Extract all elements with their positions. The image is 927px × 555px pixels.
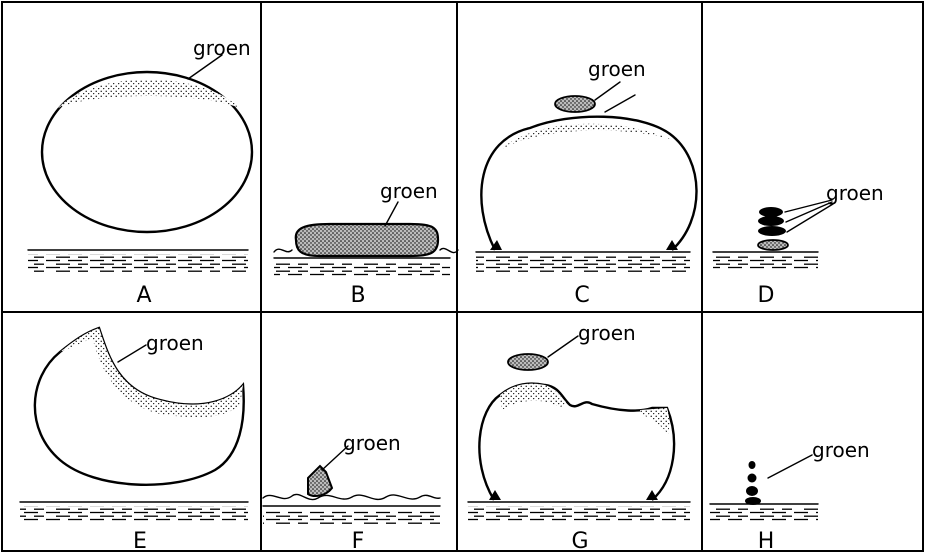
panel-b: groen B <box>274 179 458 308</box>
caption-a: A <box>136 283 151 308</box>
caption-g: G <box>571 529 588 554</box>
panel-f: groen F <box>263 431 440 554</box>
label-d: groen <box>826 181 884 205</box>
label-f: groen <box>343 431 401 455</box>
caption-h: H <box>758 529 775 554</box>
water-c <box>476 252 690 272</box>
panel-a: groen A <box>28 36 252 308</box>
caption-b: B <box>350 283 365 308</box>
flattened-drop-b <box>296 224 438 256</box>
water-a <box>28 250 248 272</box>
label-c: groen <box>588 57 646 81</box>
water-d <box>713 252 818 270</box>
caption-e: E <box>133 529 147 554</box>
water-f <box>263 494 440 524</box>
stacked-layers-d <box>758 207 788 250</box>
label-b: groen <box>380 179 438 203</box>
caption-c: C <box>574 283 589 308</box>
water-e <box>20 502 248 522</box>
label-g: groen <box>578 321 636 345</box>
detached-layer-c <box>555 96 595 112</box>
drop-c <box>481 117 696 250</box>
label-a: groen <box>193 36 251 60</box>
water-h <box>710 504 818 522</box>
detached-layer-g <box>508 354 548 370</box>
label-e: groen <box>146 331 204 355</box>
panel-c: groen C <box>476 57 697 308</box>
label-h: groen <box>812 438 870 462</box>
caption-f: F <box>352 529 365 554</box>
panel-d: groen D <box>713 181 884 308</box>
fragment-f <box>308 466 332 496</box>
caption-d: D <box>758 283 775 308</box>
panel-g: groen G <box>468 321 690 554</box>
panel-h: groen H <box>710 438 870 554</box>
water-g <box>468 502 690 522</box>
droplets-h <box>745 461 761 505</box>
panel-e: groen E <box>20 328 248 554</box>
